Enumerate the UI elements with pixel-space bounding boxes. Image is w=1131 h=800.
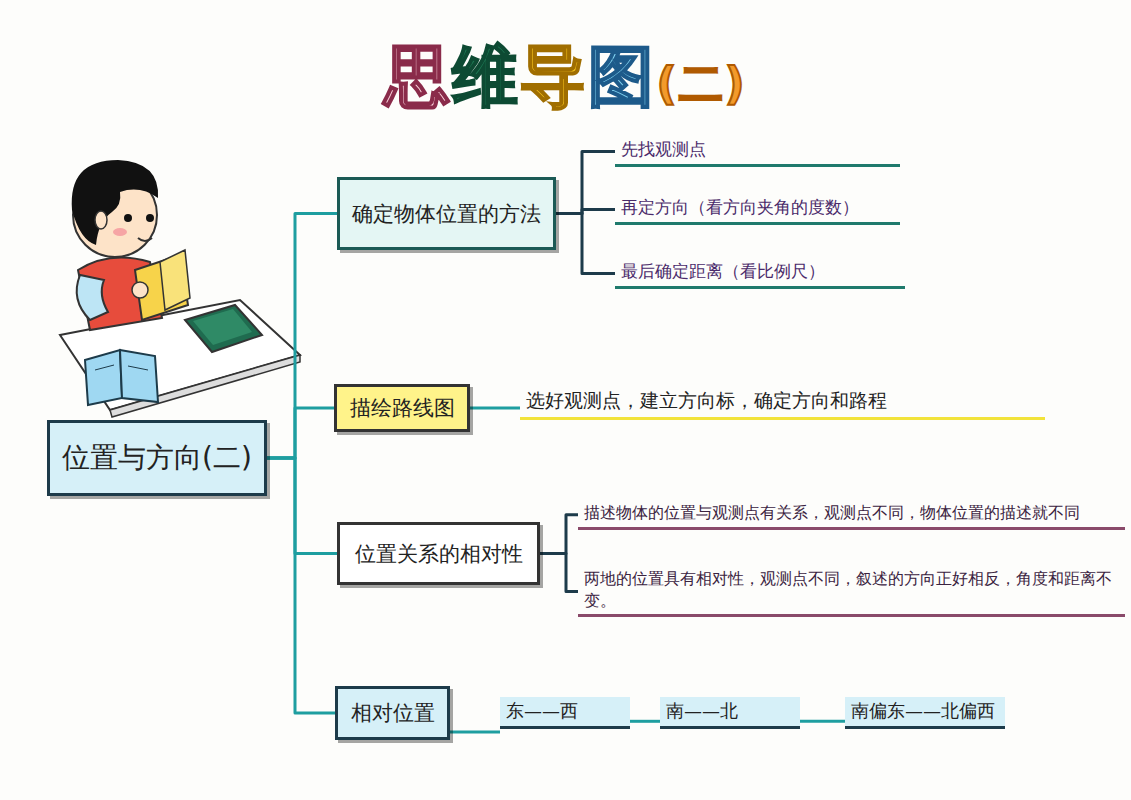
title-char: ( [656, 58, 678, 109]
mindmap-connector [556, 214, 615, 274]
direction-pair: 南偏东——北偏西 [845, 697, 1005, 729]
note-text: 南偏东——北偏西 [851, 700, 995, 721]
leaf-note: 选好观测点，建立方向标，确定方向和路程 [520, 386, 1045, 420]
branch-box: 相对位置 [335, 686, 450, 740]
direction-pair: 东——西 [500, 697, 630, 729]
mindmap-connector [450, 732, 500, 733]
mindmap-connector [267, 458, 337, 554]
box-label: 位置关系的相对性 [355, 540, 523, 568]
branch-box: 描绘路线图 [334, 384, 470, 432]
leaf-note: 最后确定距离（看比例尺） [615, 258, 905, 289]
note-text: 东——西 [506, 700, 578, 721]
mindmap-connector [267, 214, 337, 459]
leaf-note: 描述物体的位置与观测点有关系，观测点不同，物体位置的描述就不同 [578, 500, 1125, 530]
mindmap-title: 思维导图(二) [0, 32, 1131, 122]
mindmap-connector [540, 554, 578, 592]
title-char: 思 [384, 38, 452, 115]
mindmap-connector [267, 408, 334, 458]
mindmap-connector [630, 721, 660, 722]
leaf-note: 先找观测点 [615, 136, 900, 167]
leaf-note: 两地的位置具有相对性，观测点不同，叙述的方向正好相反，角度和距离不变。 [578, 566, 1125, 617]
box-label: 位置与方向(二) [62, 439, 252, 477]
branch-box: 位置关系的相对性 [337, 522, 540, 585]
box-label: 相对位置 [351, 699, 435, 727]
note-text: 先找观测点 [621, 139, 706, 159]
title-char: 导 [520, 38, 588, 115]
title-char: 维 [452, 38, 520, 115]
mindmap-connector [556, 151, 615, 213]
mindmap-connector [800, 721, 845, 722]
mindmap-connector [470, 408, 520, 409]
leaf-note: 再定方向（看方向夹角的度数） [615, 194, 900, 225]
direction-pair: 南——北 [660, 697, 800, 729]
mindmap-connector [267, 458, 335, 713]
note-text: 描述物体的位置与观测点有关系，观测点不同，物体位置的描述就不同 [584, 503, 1080, 522]
title-char: ) [725, 58, 747, 109]
note-text: 两地的位置具有相对性，观测点不同，叙述的方向正好相反，角度和距离不变。 [584, 569, 1112, 610]
branch-box: 确定物体位置的方法 [337, 177, 556, 250]
title-char: 二 [679, 58, 725, 109]
note-text: 最后确定距离（看比例尺） [621, 261, 825, 281]
note-text: 选好观测点，建立方向标，确定方向和路程 [526, 389, 887, 411]
note-text: 南——北 [666, 700, 738, 721]
box-label: 确定物体位置的方法 [352, 200, 541, 228]
note-text: 再定方向（看方向夹角的度数） [621, 197, 859, 217]
root-box: 位置与方向(二) [47, 420, 267, 496]
mindmap-connector [540, 515, 578, 554]
title-char: 图 [588, 38, 656, 115]
box-label: 描绘路线图 [350, 394, 455, 422]
